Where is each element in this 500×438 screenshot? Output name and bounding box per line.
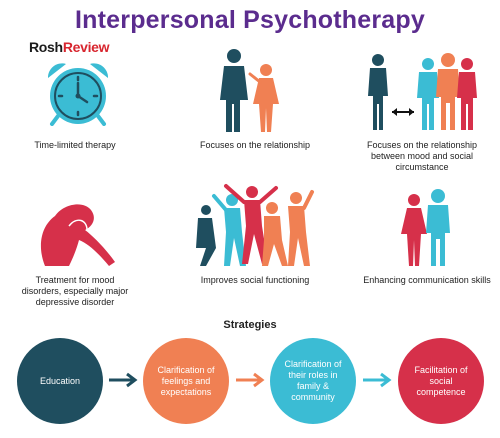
- arrow-3-icon: [363, 372, 392, 388]
- strategy-clarification-feelings: Clarification of feelings and expectatio…: [143, 338, 229, 424]
- sad-person-icon: [33, 196, 119, 268]
- item-label-5: Improves social functioning: [200, 275, 310, 285]
- item-label-3: Focuses on the relationship between mood…: [366, 140, 478, 172]
- arrow-1-icon: [109, 372, 138, 388]
- strategy-clarification-roles: Clarification of their roles in family &…: [270, 338, 356, 424]
- item-label-1: Time-limited therapy: [34, 140, 116, 150]
- item-label-2: Focuses on the relationship: [199, 140, 311, 150]
- brand-logo: RoshReview: [29, 39, 110, 55]
- strategies-title: Strategies: [223, 319, 277, 331]
- alarm-clock-icon: [40, 58, 116, 126]
- item-label-4: Treatment for mood disorders, especially…: [21, 275, 129, 307]
- page-title: Interpersonal Psychotherapy: [75, 6, 425, 34]
- person-and-group-icon: [366, 52, 478, 132]
- item-label-6: Enhancing communication skills: [363, 275, 491, 285]
- dancing-group-icon: [186, 180, 316, 268]
- strategy-facilitation: Facilitation of social competence: [398, 338, 484, 424]
- arrow-2-icon: [236, 372, 265, 388]
- two-people-talking-icon: [212, 48, 292, 134]
- strategy-education: Education: [17, 338, 103, 424]
- couple-icon: [400, 188, 456, 268]
